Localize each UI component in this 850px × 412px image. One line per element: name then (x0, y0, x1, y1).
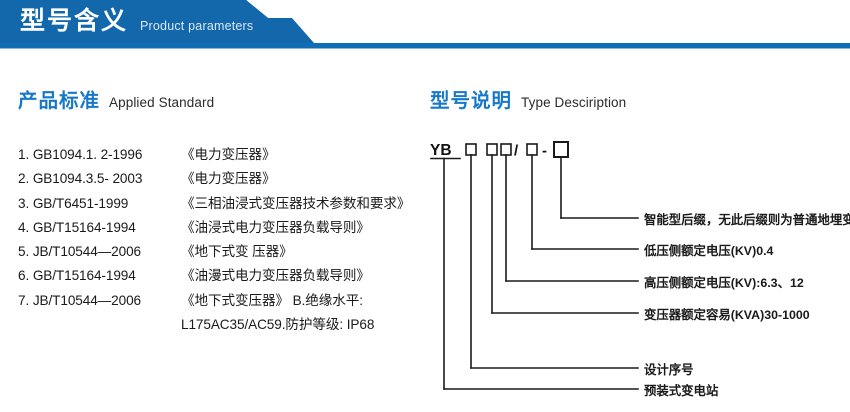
type-description-heading-en: Type Desciription (521, 95, 627, 110)
type-description-heading: 型号说明 Type Desciription (430, 84, 626, 113)
callout-smart-suffix: 智能型后缀，无此后缀则为普通地埋变 (644, 213, 850, 227)
page-banner: 型号含义 Product parameters (0, 0, 850, 50)
standard-desc: 《油浸式电力变压器负载导则》 (181, 219, 370, 235)
code-box-3 (500, 143, 512, 156)
code-box-1 (465, 143, 477, 156)
standard-code: 1. GB1094.1. 2-1996 (18, 147, 143, 162)
list-item: 4. GB/T15164-1994 《油浸式电力变压器负载导则》 (18, 216, 430, 240)
standard-desc: L175AC35/AC59.防护等级: IP68 (181, 317, 375, 333)
standard-desc: 《油漫式电力变压器负载导则》 (181, 268, 370, 284)
product-standard-heading: 产品标准 Applied Standard (18, 84, 214, 113)
standard-code: 3. GB/T6451-1999 (18, 195, 129, 211)
banner-title-cn: 型号含义 (20, 7, 129, 35)
model-code-diagram: YB / - 智能型后缀，无此后缀则为普通地埋变 低压侧额定电压(KV)0.4 … (430, 136, 850, 406)
standard-code: 7. JB/T10544—2006 (18, 292, 141, 308)
list-item: 3. GB/T6451-1999 《三相油浸式变压器技术参数和要求》 (18, 192, 430, 216)
code-box-4 (526, 143, 538, 156)
banner-polygon-step (268, 18, 314, 43)
model-code-diagram-svg: YB / - (430, 141, 639, 390)
standard-desc: 《电力变压器》 (181, 171, 276, 187)
product-standard-section: 产品标准 Applied Standard 1. GB1094.1. 2-1996… (0, 58, 430, 412)
standard-desc: 《三相油浸式变压器技术参数和要求》 (181, 195, 411, 211)
standard-code: 4. GB/T15164-1994 (18, 219, 136, 235)
banner-shape (0, 0, 850, 49)
list-item: 5. JB/T10544—2006 《地下式变 压器》 (18, 240, 430, 264)
model-prefix-label: YB (430, 142, 452, 159)
list-item: 1. GB1094.1. 2-1996 《电力变压器》 (18, 143, 430, 167)
code-box-5 (553, 141, 569, 158)
code-box-2 (486, 143, 498, 156)
model-slash-separator: / (514, 143, 519, 160)
banner-polygon-main (0, 0, 268, 43)
banner-underline (0, 43, 850, 49)
list-item: 2. GB1094.3.5- 2003 《电力变压器》 (18, 167, 430, 191)
list-item: 7. JB/T10544—2006 《地下式变压器》 B.绝缘水平: (18, 289, 430, 313)
callout-lv-rated-voltage: 低压侧额定电压(KV)0.4 (644, 244, 774, 258)
standards-list: 1. GB1094.1. 2-1996 《电力变压器》 2. GB1094.3.… (18, 143, 430, 337)
product-standard-heading-cn: 产品标准 (18, 90, 101, 112)
standard-desc: 《电力变压器》 (181, 147, 276, 162)
callout-design-serial: 设计序号 (644, 363, 694, 377)
product-standard-heading-en: Applied Standard (109, 95, 215, 110)
standard-code: 5. JB/T10544—2006 (18, 244, 141, 260)
callout-rated-capacity: 变压器额定容易(KVA)30-1000 (644, 308, 810, 322)
type-description-heading-cn: 型号说明 (430, 90, 513, 112)
type-description-section: 型号说明 Type Desciription (430, 58, 850, 412)
list-item-continuation: L175AC35/AC59.防护等级: IP68 (18, 313, 430, 337)
standard-code: 2. GB1094.3.5- 2003 (18, 171, 143, 187)
list-item: 6. GB/T15164-1994 《油漫式电力变压器负载导则》 (18, 264, 430, 288)
standard-desc: 《地下式变压器》 B.绝缘水平: (181, 292, 363, 308)
callout-substation: 预装式变电站 (644, 384, 719, 398)
standard-desc: 《地下式变 压器》 (181, 244, 293, 260)
banner-notch (246, 0, 850, 18)
banner-title-en: Product parameters (140, 19, 254, 33)
model-dash-separator: - (542, 143, 547, 160)
callout-hv-rated-voltage: 高压侧额定电压(KV):6.3、12 (644, 276, 804, 290)
standard-code: 6. GB/T15164-1994 (18, 268, 136, 284)
